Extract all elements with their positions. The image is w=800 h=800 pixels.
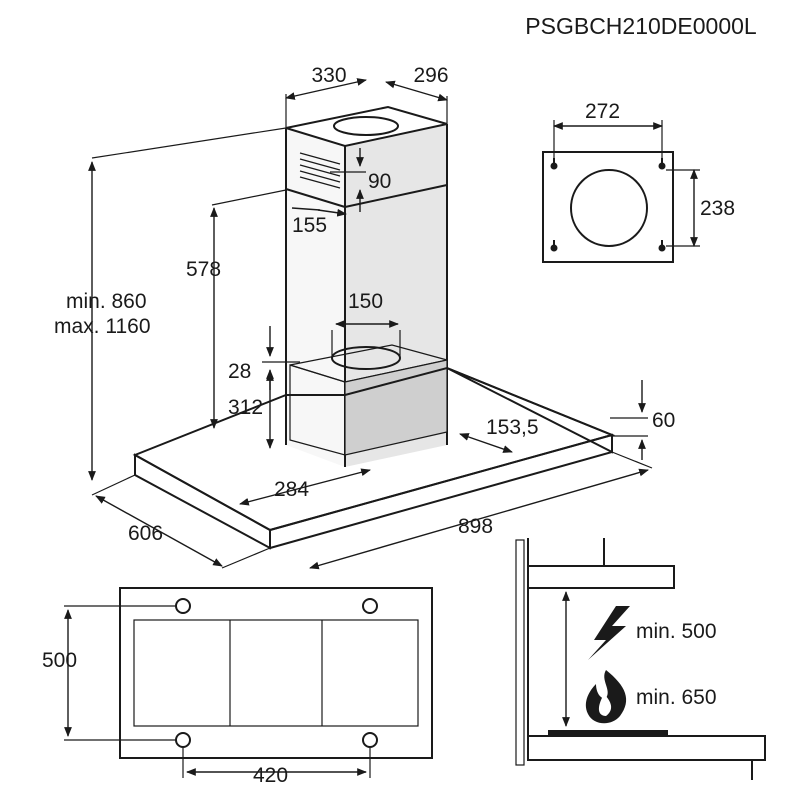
svg-text:330: 330 [311,64,346,87]
svg-text:420: 420 [253,764,288,787]
model-code: PSGBCH210DE0000L [525,13,757,39]
svg-text:60: 60 [652,409,675,432]
svg-text:898: 898 [458,515,493,538]
svg-text:min. 500: min. 500 [636,620,717,643]
svg-text:min. 860: min. 860 [66,290,147,313]
svg-text:min. 650: min. 650 [636,686,717,709]
svg-text:28: 28 [228,360,251,383]
svg-text:150: 150 [348,290,383,313]
lightning-icon [588,606,630,660]
ceiling-bracket-view: 272 238 [542,100,735,263]
svg-text:284: 284 [274,478,309,501]
clearance-view: min. 500 min. 650 [515,538,766,780]
hood-isometric-view [132,105,616,550]
svg-text:155: 155 [292,214,327,237]
svg-text:153,5: 153,5 [486,416,539,439]
svg-text:500: 500 [42,649,77,672]
vent-grille [299,152,341,189]
svg-text:312: 312 [228,396,263,419]
hood-bottom-view: 500 420 [42,587,433,787]
mounting-hole-icon [550,158,666,252]
svg-text:578: 578 [186,258,221,281]
svg-text:90: 90 [368,170,391,193]
flame-icon [585,670,627,724]
svg-text:606: 606 [128,522,163,545]
svg-text:272: 272 [585,100,620,123]
svg-text:296: 296 [413,64,448,87]
svg-text:max. 1160: max. 1160 [54,315,151,338]
svg-text:238: 238 [700,197,735,220]
main-dimensions: 330 296 90 155 578 min. 860 max. 1160 15… [54,64,675,570]
